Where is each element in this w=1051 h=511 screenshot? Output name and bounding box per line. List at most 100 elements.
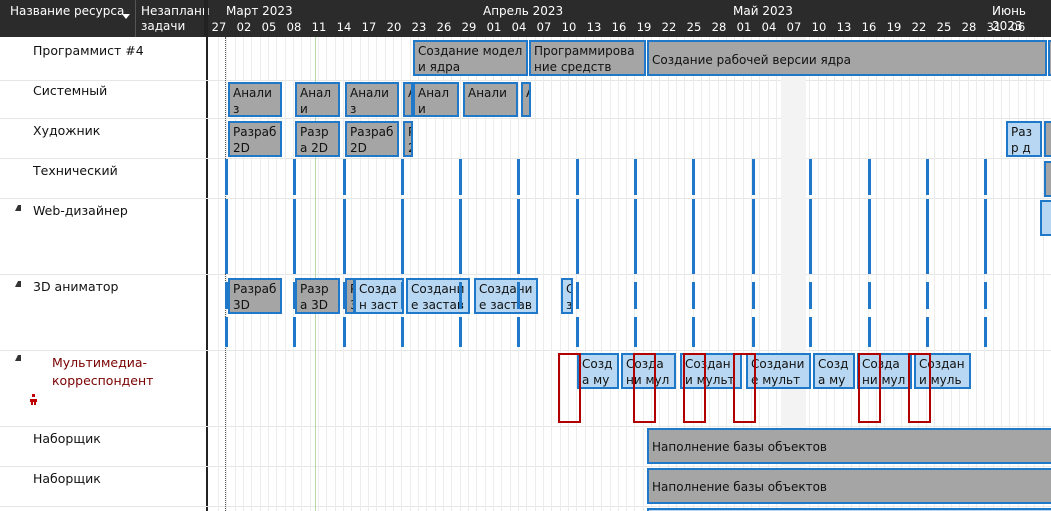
resource-name[interactable]: Наборщик bbox=[33, 431, 101, 446]
availability-tick bbox=[343, 317, 346, 347]
resource-usage-chart[interactable]: Создание модели ядра Программирование ср… bbox=[208, 37, 1051, 511]
timescale-day: 05 bbox=[261, 20, 277, 34]
task-bar[interactable] bbox=[1044, 121, 1051, 157]
row-separator bbox=[0, 350, 1051, 351]
task-bar[interactable]: А bbox=[403, 82, 413, 117]
resource-name[interactable]: Программист #4 bbox=[33, 43, 144, 58]
grid-line bbox=[693, 37, 694, 511]
task-bar[interactable]: Р 2 bbox=[403, 121, 413, 157]
grid-line bbox=[876, 37, 877, 511]
grid-line bbox=[618, 37, 619, 511]
grid-line bbox=[668, 37, 669, 511]
collapse-triangle-icon[interactable] bbox=[15, 281, 21, 287]
grid-line bbox=[926, 37, 927, 511]
collapse-triangle-icon[interactable] bbox=[15, 355, 21, 361]
grid-line bbox=[993, 37, 994, 511]
availability-tick bbox=[926, 202, 929, 274]
resource-name[interactable]: 3D аниматор bbox=[33, 279, 119, 294]
grid-line bbox=[268, 37, 269, 511]
availability-tick bbox=[984, 159, 987, 195]
row-separator bbox=[0, 198, 1051, 199]
task-bar[interactable]: Наполнение базы объектов bbox=[647, 468, 1051, 504]
pane-splitter[interactable] bbox=[204, 0, 208, 511]
availability-tick bbox=[868, 317, 871, 347]
task-bar[interactable] bbox=[1040, 200, 1051, 236]
resource-name[interactable]: Наборщик bbox=[33, 471, 101, 486]
task-bar[interactable] bbox=[1044, 161, 1051, 197]
task-bar[interactable]: Создан заставк bbox=[354, 278, 404, 314]
grid-line bbox=[393, 37, 394, 511]
column-header-unscheduled[interactable]: Незаплани задачи bbox=[141, 4, 210, 33]
grid-line bbox=[893, 37, 894, 511]
task-bar[interactable] bbox=[1048, 40, 1051, 76]
task-bar[interactable]: С з bbox=[561, 278, 573, 314]
task-bar[interactable]: А bbox=[521, 82, 531, 117]
task-bar[interactable]: Созда мульт bbox=[577, 353, 619, 389]
timescale-month: Апрель 2023 bbox=[483, 4, 564, 18]
grid-line bbox=[368, 37, 369, 511]
overallocation-marker bbox=[633, 353, 656, 423]
task-bar[interactable]: Анали bbox=[295, 82, 340, 117]
task-bar[interactable]: Программирование средств bbox=[529, 40, 646, 76]
task-bar[interactable]: Разраб 2D bbox=[345, 121, 399, 157]
task-bar[interactable]: Разра 2D bbox=[295, 121, 340, 157]
availability-tick bbox=[692, 282, 695, 309]
timescale-day: 08 bbox=[286, 20, 302, 34]
task-bar[interactable]: Разр диза bbox=[1006, 121, 1042, 157]
task-bar[interactable]: Создание мультиме bbox=[746, 353, 811, 389]
collapse-triangle-icon[interactable] bbox=[15, 205, 21, 211]
grid-line bbox=[593, 37, 594, 511]
task-bar[interactable] bbox=[647, 508, 1051, 511]
task-bar[interactable]: Создание заставки bbox=[474, 278, 538, 314]
timescale-day: 25 bbox=[936, 20, 952, 34]
task-bar[interactable]: Анализ bbox=[228, 82, 282, 117]
grid-line bbox=[734, 37, 735, 511]
availability-tick bbox=[225, 202, 228, 274]
task-bar[interactable]: Анализ bbox=[345, 82, 399, 117]
column-header-resource-name[interactable]: Название ресурса bbox=[10, 4, 125, 18]
availability-tick bbox=[634, 202, 637, 274]
resource-name[interactable]: Технический bbox=[33, 163, 118, 178]
row-separator bbox=[0, 466, 1051, 467]
task-bar[interactable]: Разраб 3D bbox=[228, 278, 282, 314]
grid-line bbox=[826, 37, 827, 511]
grid-line bbox=[943, 37, 944, 511]
column-filter-dropdown-icon[interactable] bbox=[122, 14, 130, 19]
task-bar[interactable]: Анали bbox=[463, 82, 518, 117]
resource-name-overallocated[interactable]: Мультимедиа- корреспондент bbox=[52, 355, 154, 388]
grid-line bbox=[818, 37, 819, 511]
timescale-day: 11 bbox=[311, 20, 327, 34]
task-bar[interactable]: Наполнение базы объектов bbox=[647, 428, 1051, 464]
task-bar[interactable]: Создани мультим bbox=[621, 353, 676, 389]
resource-name[interactable]: Художник bbox=[33, 123, 101, 138]
row-separator bbox=[0, 118, 1051, 119]
resource-name[interactable]: Системный bbox=[33, 83, 108, 98]
task-bar[interactable]: Анали bbox=[413, 82, 459, 117]
row-separator bbox=[0, 80, 1051, 81]
grid-line bbox=[643, 37, 644, 511]
task-bar[interactable]: Разраб 2D bbox=[228, 121, 282, 157]
task-bar[interactable]: Разра 3D bbox=[295, 278, 340, 314]
grid-line bbox=[401, 37, 402, 511]
project-start-line bbox=[225, 37, 226, 511]
grid-line bbox=[768, 37, 769, 511]
task-bar[interactable]: Создание модели ядра bbox=[413, 40, 528, 76]
resource-name[interactable]: Web-дизайнер bbox=[33, 203, 128, 218]
column-separator[interactable] bbox=[135, 0, 136, 37]
availability-tick bbox=[225, 317, 228, 347]
timescale-day: 23 bbox=[411, 20, 427, 34]
task-bar[interactable]: Создани мультиме bbox=[680, 353, 742, 389]
availability-tick bbox=[293, 159, 296, 195]
availability-tick bbox=[576, 202, 579, 274]
grid-line bbox=[451, 37, 452, 511]
timescale-header: Название ресурса Незаплани задачи Март 2… bbox=[0, 0, 1051, 37]
task-bar[interactable]: Создание рабочей версии ядра bbox=[647, 40, 1047, 76]
availability-tick bbox=[868, 202, 871, 274]
grid-line bbox=[276, 37, 277, 511]
grid-line bbox=[535, 37, 536, 511]
task-bar[interactable]: Созда мульт bbox=[813, 353, 855, 389]
grid-line bbox=[235, 37, 236, 511]
grid-line bbox=[676, 37, 677, 511]
grid-line bbox=[326, 37, 327, 511]
timescale-day: 13 bbox=[586, 20, 602, 34]
